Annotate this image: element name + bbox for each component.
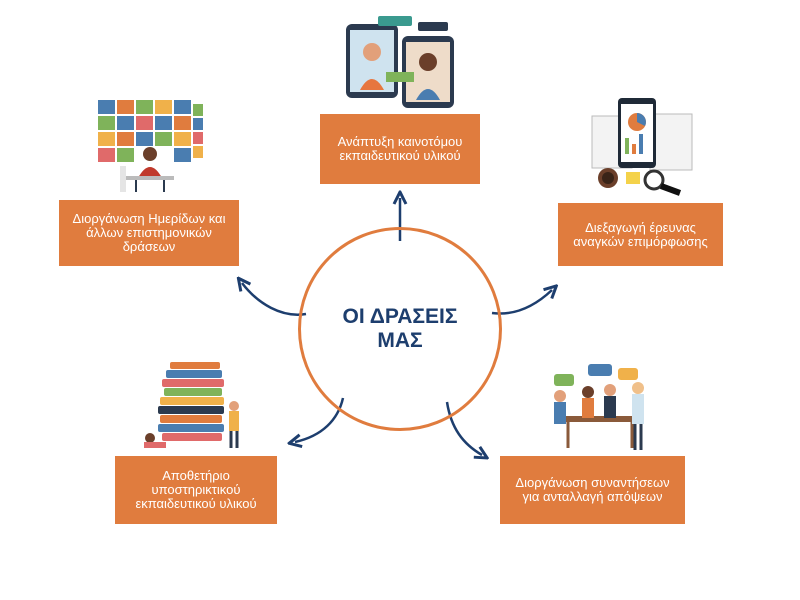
activity-box-meetings: Διοργάνωση συναντήσεων για ανταλλαγή από… (500, 456, 685, 524)
center-circle: ΟΙ ΔΡΑΣΕΙΣ ΜΑΣ (298, 227, 502, 431)
activity-box-repository: Αποθετήριο υποστηρικτικού εκπαιδευτικού … (115, 456, 277, 524)
activity-label: Διοργάνωση Ημερίδων και άλλων επιστημονι… (72, 211, 226, 254)
activity-box-needs-research: Διεξαγωγή έρευνας αναγκών επιμόρφωσης (558, 203, 723, 266)
activity-label: Διεξαγωγή έρευνας αναγκών επιμόρφωσης (573, 219, 708, 249)
video-call-illustration (346, 16, 454, 108)
activity-box-develop-material: Ανάπτυξη καινοτόμου εκπαιδευτικού υλικού (320, 114, 480, 184)
activity-label: Ανάπτυξη καινοτόμου εκπαιδευτικού υλικού (337, 134, 463, 163)
activity-box-conferences: Διοργάνωση Ημερίδων και άλλων επιστημονι… (59, 200, 239, 266)
arrow-upper-left (242, 283, 307, 316)
activity-label: Διοργάνωση συναντήσεων για ανταλλαγή από… (515, 475, 670, 504)
video-conference-illustration (98, 100, 203, 192)
books-repository-illustration (144, 362, 239, 448)
arrow-upper-right (491, 290, 552, 315)
team-meeting-illustration (554, 364, 644, 450)
center-title: ΟΙ ΔΡΑΣΕΙΣ ΜΑΣ (342, 305, 458, 352)
activity-label: Αποθετήριο υποστηρικτικού εκπαιδευτικού … (135, 468, 257, 511)
research-documents-illustration (591, 98, 693, 196)
